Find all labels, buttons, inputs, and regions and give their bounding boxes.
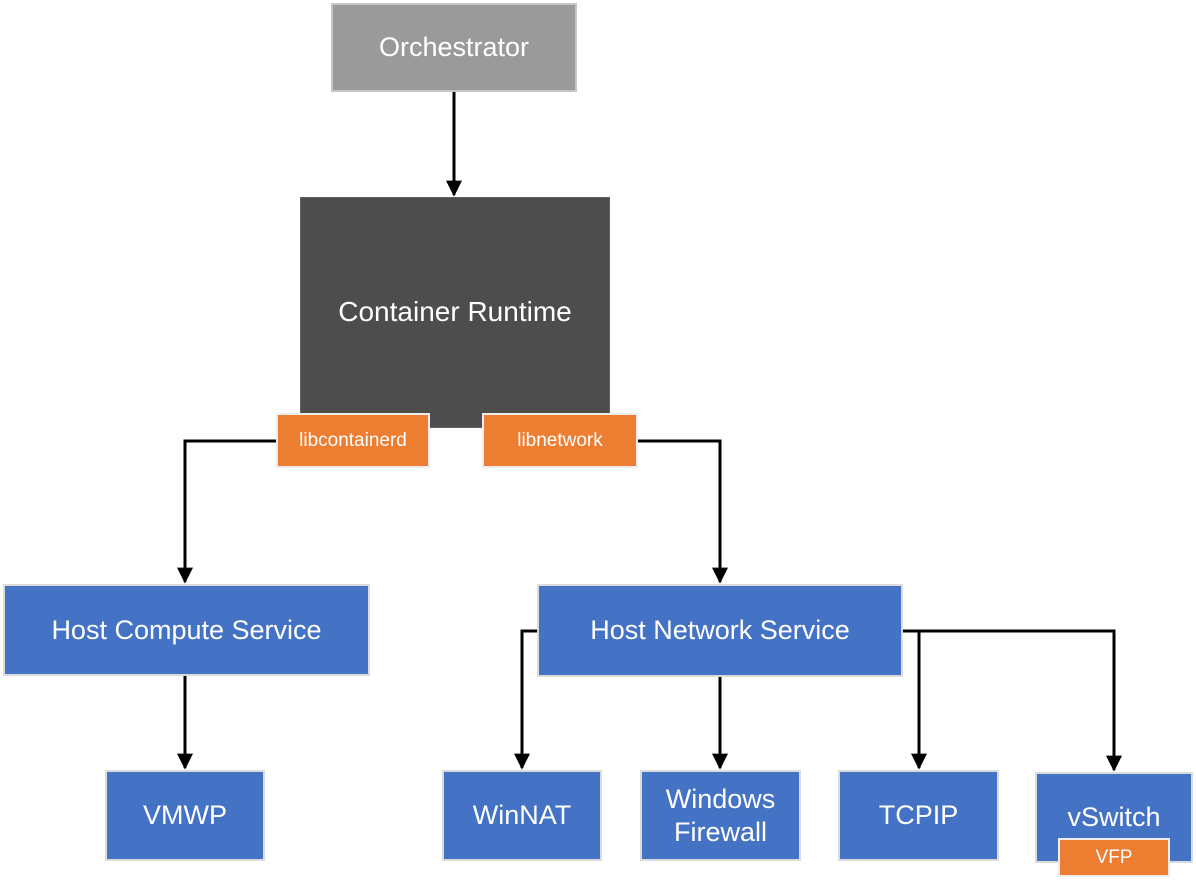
edge-host-network-service-to-vswitch <box>903 629 1122 772</box>
node-winnat: WinNAT <box>442 770 602 861</box>
node-label: VMWP <box>143 800 227 831</box>
node-host-compute-service: Host Compute Service <box>3 584 370 676</box>
node-label: Windows Firewall <box>665 783 776 847</box>
node-label: TCPIP <box>878 800 959 831</box>
node-label: Host Network Service <box>590 615 850 646</box>
node-label: Orchestrator <box>378 32 530 63</box>
node-label: WinNAT <box>472 800 572 831</box>
node-vmwp: VMWP <box>105 770 265 861</box>
node-container-runtime: Container Runtime <box>300 197 610 428</box>
node-label: Container Runtime <box>338 296 572 328</box>
node-label: libnetwork <box>517 429 603 451</box>
edge-host-network-service-to-winnat <box>514 629 537 770</box>
edge-libcontainerd-to-host-compute-service <box>177 439 276 584</box>
node-label: VFP <box>1095 846 1133 868</box>
node-libcontainerd: libcontainerd <box>276 413 430 468</box>
node-windows-firewall: Windows Firewall <box>640 770 801 861</box>
edge-libnetwork-to-host-network-service <box>638 439 728 584</box>
node-vfp: VFP <box>1058 838 1170 877</box>
node-tcpip: TCPIP <box>838 770 999 861</box>
node-label: vSwitch <box>1067 802 1161 833</box>
node-label: libcontainerd <box>299 429 407 451</box>
node-orchestrator: Orchestrator <box>331 3 577 92</box>
node-label: Host Compute Service <box>51 614 322 645</box>
node-libnetwork: libnetwork <box>482 413 638 468</box>
node-host-network-service: Host Network Service <box>537 584 903 677</box>
